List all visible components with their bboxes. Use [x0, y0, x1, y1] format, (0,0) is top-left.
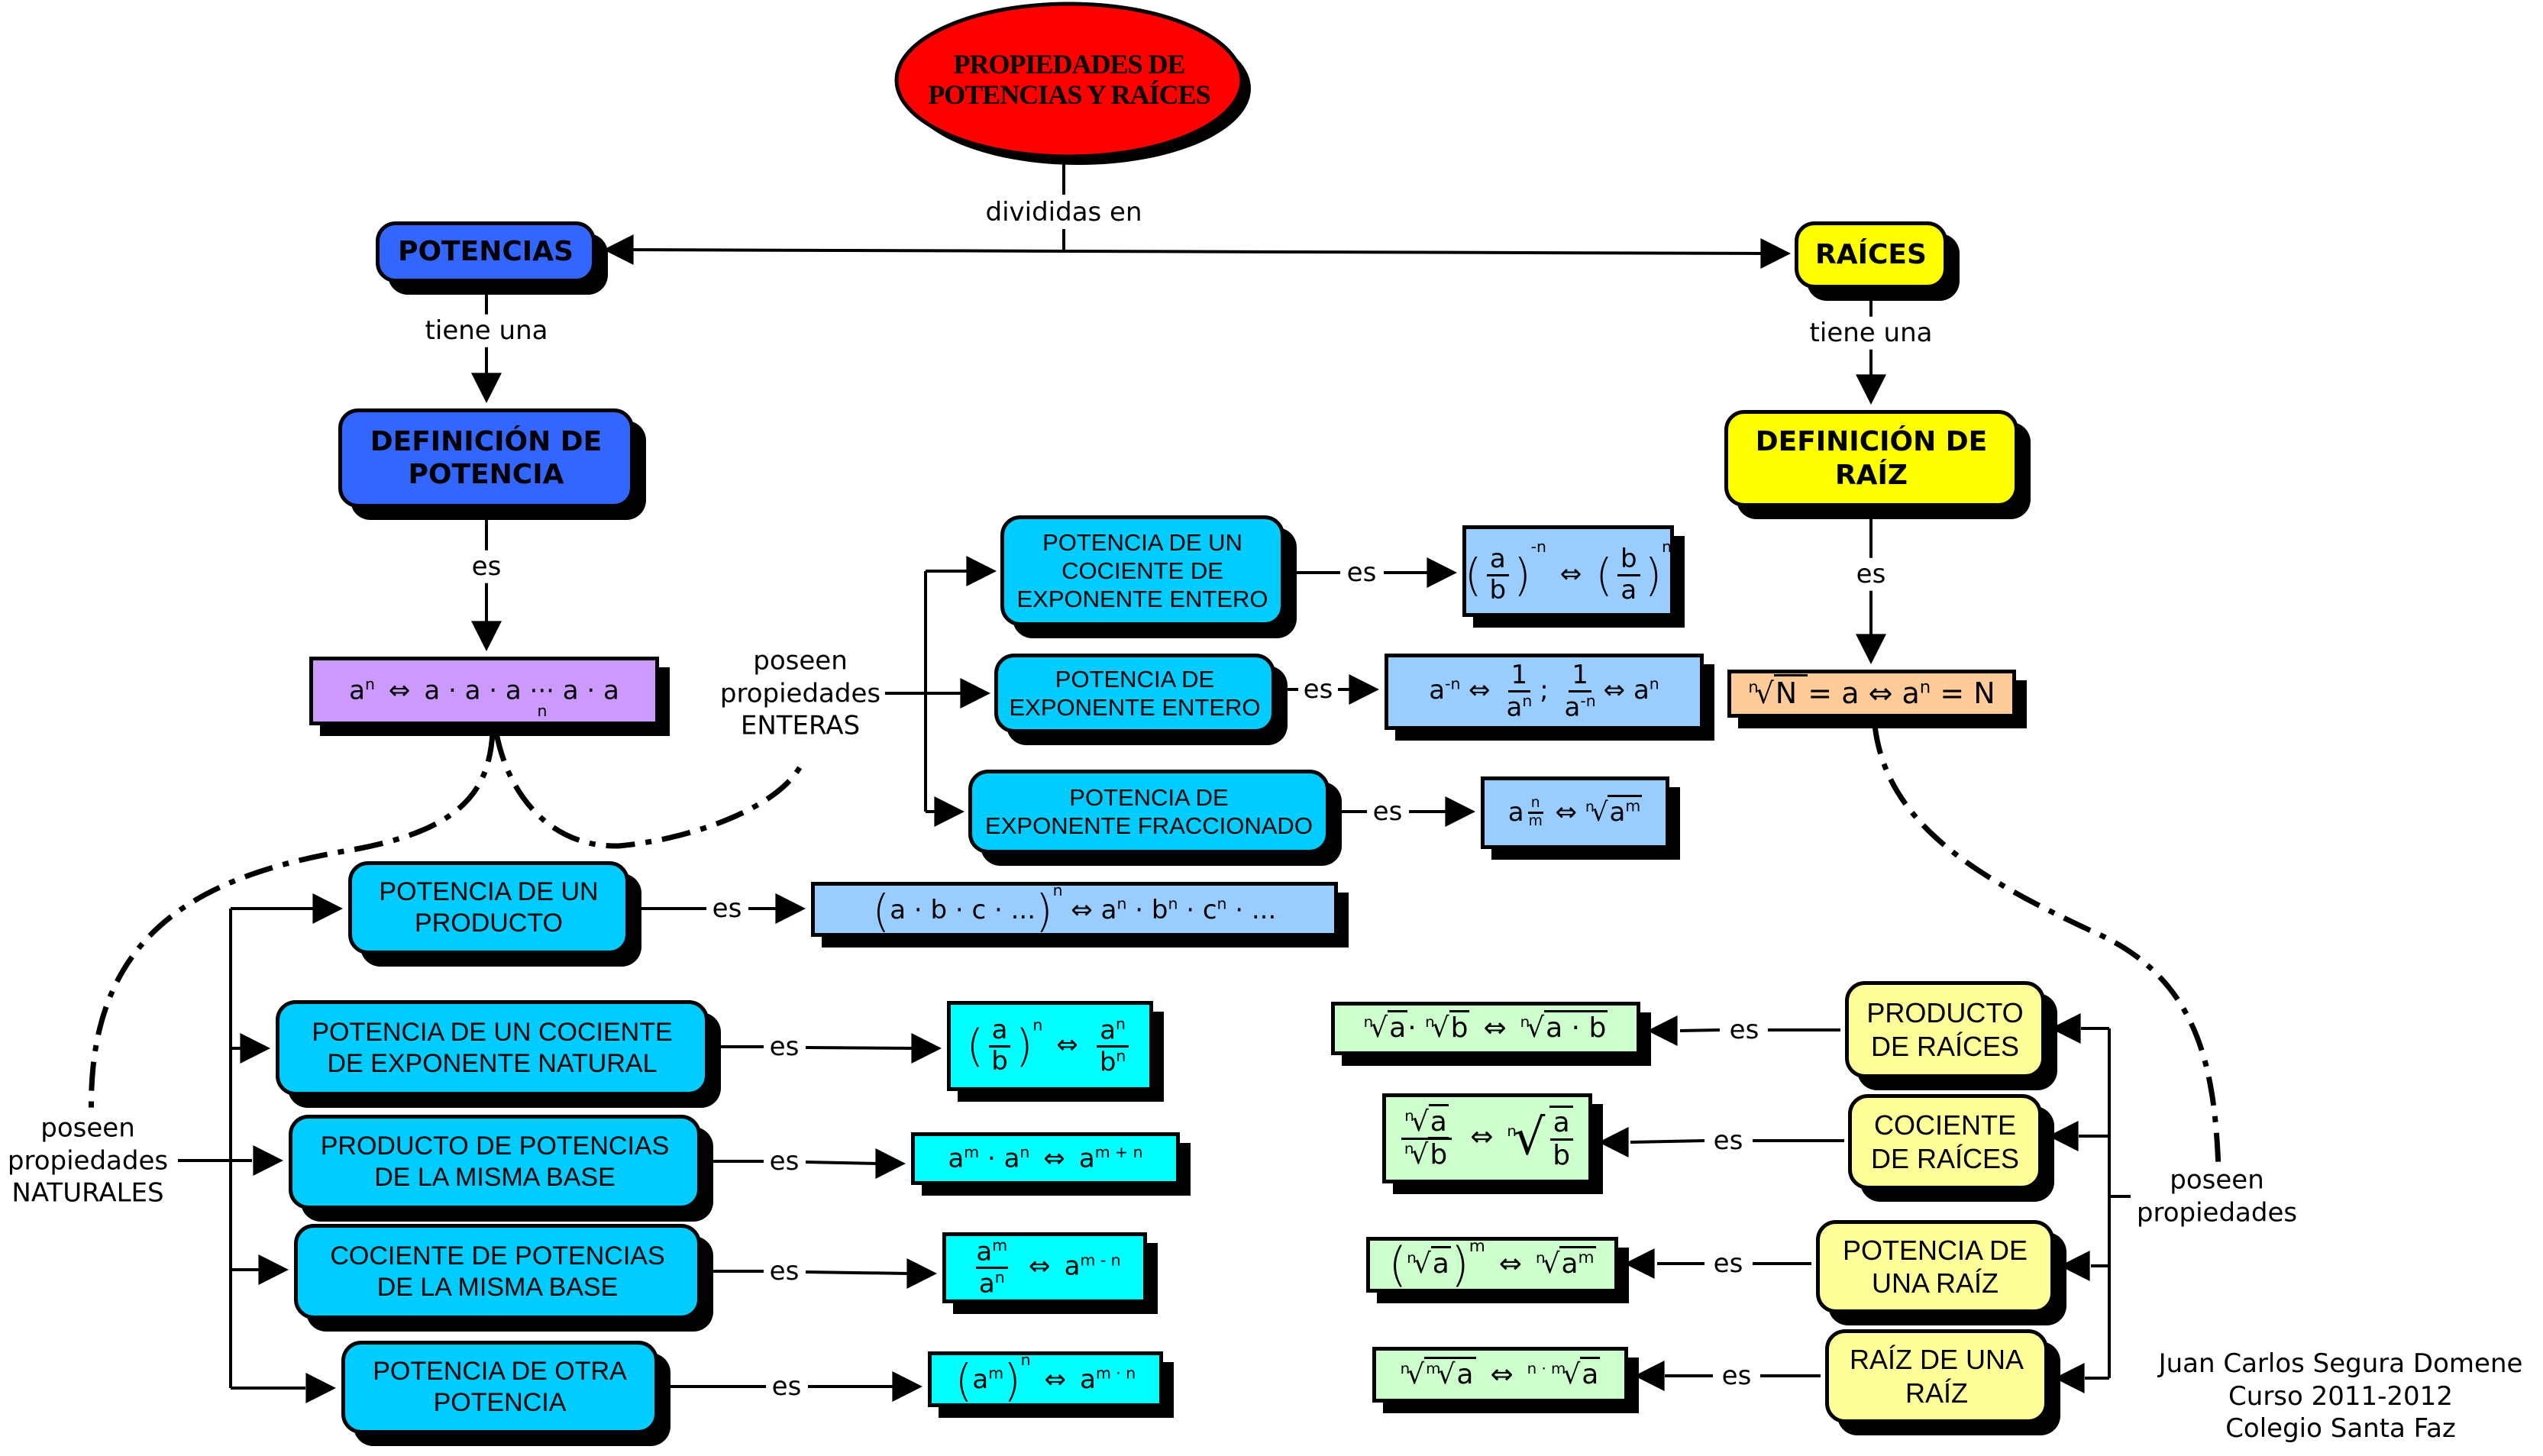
link-es-exp-fraccionado: es: [1368, 795, 1407, 828]
arrow-to-raices-icon: [1760, 238, 1791, 269]
node-producto-potencias-misma-base[interactable]: PRODUCTO DE POTENCIAS DE LA MISMA BASE: [289, 1115, 701, 1209]
link-es-potencia-raiz: es: [1708, 1247, 1748, 1280]
arrowhead-icon: [2060, 1251, 2090, 1281]
arrowhead-icon: [253, 1145, 283, 1176]
formula-definicion-raiz: n√N = a ⇔ an = N: [1727, 670, 2016, 718]
connector-line: [805, 1161, 879, 1165]
arrowhead-icon: [240, 1033, 270, 1064]
arrow-to-def-raiz-icon: [1856, 374, 1886, 405]
connector-line: [1679, 1028, 1721, 1032]
link-poseen-enteras: poseen propiedades ENTERAS: [715, 644, 886, 742]
node-producto-de-raices[interactable]: PRODUCTO DE RAÍCES: [1845, 981, 2045, 1078]
link-es-exp-entero: es: [1298, 673, 1338, 706]
dashdot-curve-naturales: [89, 732, 496, 1123]
arrow-to-def-potencia-icon: [471, 373, 502, 403]
arrowhead-icon: [1624, 1248, 1655, 1279]
link-es-cociente-exp-entero: es: [1342, 556, 1381, 589]
arrowhead-icon: [312, 893, 343, 924]
link-es-raiz-de-raiz: es: [1717, 1359, 1756, 1393]
arrowhead-icon: [892, 1371, 923, 1402]
link-es-cociente-exp-natural: es: [764, 1030, 804, 1064]
arrowhead-icon: [875, 1148, 906, 1179]
node-potencia-exp-entero[interactable]: POTENCIA DE EXPONENTE ENTERO: [994, 654, 1275, 733]
arrowhead-icon: [1634, 1361, 1665, 1391]
dashdot-curve-raices: [1872, 725, 2221, 1169]
arrow-to-formula-raiz-icon: [1856, 634, 1886, 664]
link-es-def-potencia: es: [467, 550, 506, 583]
node-cociente-de-raices[interactable]: COCIENTE DE RAÍCES: [1848, 1094, 2042, 1190]
node-definicion-potencia[interactable]: DEFINICIÓN DE POTENCIA: [338, 408, 634, 508]
node-cociente-potencias-misma-base[interactable]: COCIENTE DE POTENCIAS DE LA MISMA BASE: [294, 1224, 701, 1319]
node-definicion-raiz[interactable]: DEFINICIÓN DE RAÍZ: [1724, 410, 2018, 507]
formula-potencia-producto: (a · b · c · ...)n ⇔ an · bn · cn · ...: [811, 881, 1338, 937]
formula-potencia-raiz: (n√a)m⇔n√am: [1366, 1237, 1618, 1293]
link-es-producto-misma-base: es: [764, 1144, 804, 1178]
arrowhead-icon: [2054, 1363, 2085, 1393]
link-divididas-en: divididas en: [981, 195, 1147, 229]
formula-producto-raices: n√a· n√b⇔n√a · b: [1331, 1002, 1640, 1055]
arrowhead-icon: [1427, 557, 1457, 588]
formula-definicion-potencia: an⇔a · a · a ···n a · a: [309, 657, 659, 725]
arrowhead-icon: [775, 893, 806, 924]
link-es-producto-raices: es: [1724, 1013, 1764, 1047]
arrowhead-icon: [1647, 1015, 1678, 1046]
link-es-potencia-otra-potencia: es: [767, 1370, 806, 1403]
node-potencia-cociente-exp-entero[interactable]: POTENCIA DE UN COCIENTE DE EXPONENTE ENT…: [1000, 515, 1284, 626]
connector-horizontal: [610, 248, 1765, 255]
author-credits: Juan Carlos Segura Domene Curso 2011-201…: [2158, 1348, 2523, 1444]
formula-potencia-otra-potencia: (am)n⇔am · n: [928, 1351, 1163, 1407]
dashdot-curve-enteras: [493, 732, 805, 849]
node-potencia-de-otra-potencia[interactable]: POTENCIA DE OTRA POTENCIA: [341, 1341, 658, 1434]
link-es-potencia-producto: es: [707, 892, 747, 925]
arrowhead-icon: [1598, 1127, 1629, 1157]
map-title: PROPIEDADES DE POTENCIAS Y RAÍCES: [928, 49, 1210, 110]
node-potencias[interactable]: POTENCIAS: [376, 221, 596, 282]
arrowhead-icon: [2048, 1121, 2079, 1151]
arrowhead-icon: [960, 678, 990, 709]
link-tiene-una-raices: tiene una: [1805, 316, 1937, 350]
arrowhead-icon: [305, 1373, 336, 1403]
link-poseen-naturales: poseen propiedades NATURALES: [2, 1112, 173, 1209]
arrowhead-icon: [911, 1033, 942, 1064]
formula-producto-misma-base: am · an⇔am + n: [911, 1132, 1180, 1185]
link-es-def-raiz: es: [1851, 557, 1891, 591]
connector-line: [805, 1270, 910, 1275]
arrowhead-icon: [906, 1258, 937, 1289]
arrowhead-icon: [258, 1254, 289, 1285]
formula-raiz-de-raiz: n√m√a⇔n · m√a: [1372, 1347, 1628, 1403]
link-es-cociente-raices: es: [1708, 1124, 1748, 1157]
node-raiz-de-una-raiz[interactable]: RAÍZ DE UNA RAÍZ: [1825, 1329, 2048, 1423]
connector-line: [1630, 1139, 1705, 1144]
arrowhead-icon: [1349, 674, 1379, 705]
arrow-to-formula-potencia-icon: [471, 621, 502, 651]
node-potencia-de-un-producto[interactable]: POTENCIA DE UN PRODUCTO: [348, 861, 629, 954]
node-potencia-exp-fraccionado[interactable]: POTENCIA DE EXPONENTE FRACCIONADO: [968, 770, 1330, 854]
node-potencia-cociente-exp-natural[interactable]: POTENCIA DE UN COCIENTE DE EXPONENTE NAT…: [276, 1000, 709, 1096]
node-raices[interactable]: RAÍCES: [1795, 221, 1947, 289]
arrowhead-icon: [966, 556, 997, 586]
link-tiene-una-potencias: tiene una: [420, 314, 553, 347]
arrowhead-icon: [1445, 796, 1475, 827]
node-potencia-de-una-raiz[interactable]: POTENCIA DE UNA RAÍZ: [1816, 1220, 2054, 1313]
arrow-to-potencias-icon: [603, 234, 634, 265]
link-poseen-propiedades-raices: poseen propiedades: [2131, 1164, 2302, 1229]
title-ellipse: [894, 2, 1244, 159]
link-es-cociente-misma-base: es: [764, 1254, 804, 1288]
arrowhead-icon: [2050, 1013, 2081, 1044]
arrowhead-icon: [934, 796, 965, 827]
